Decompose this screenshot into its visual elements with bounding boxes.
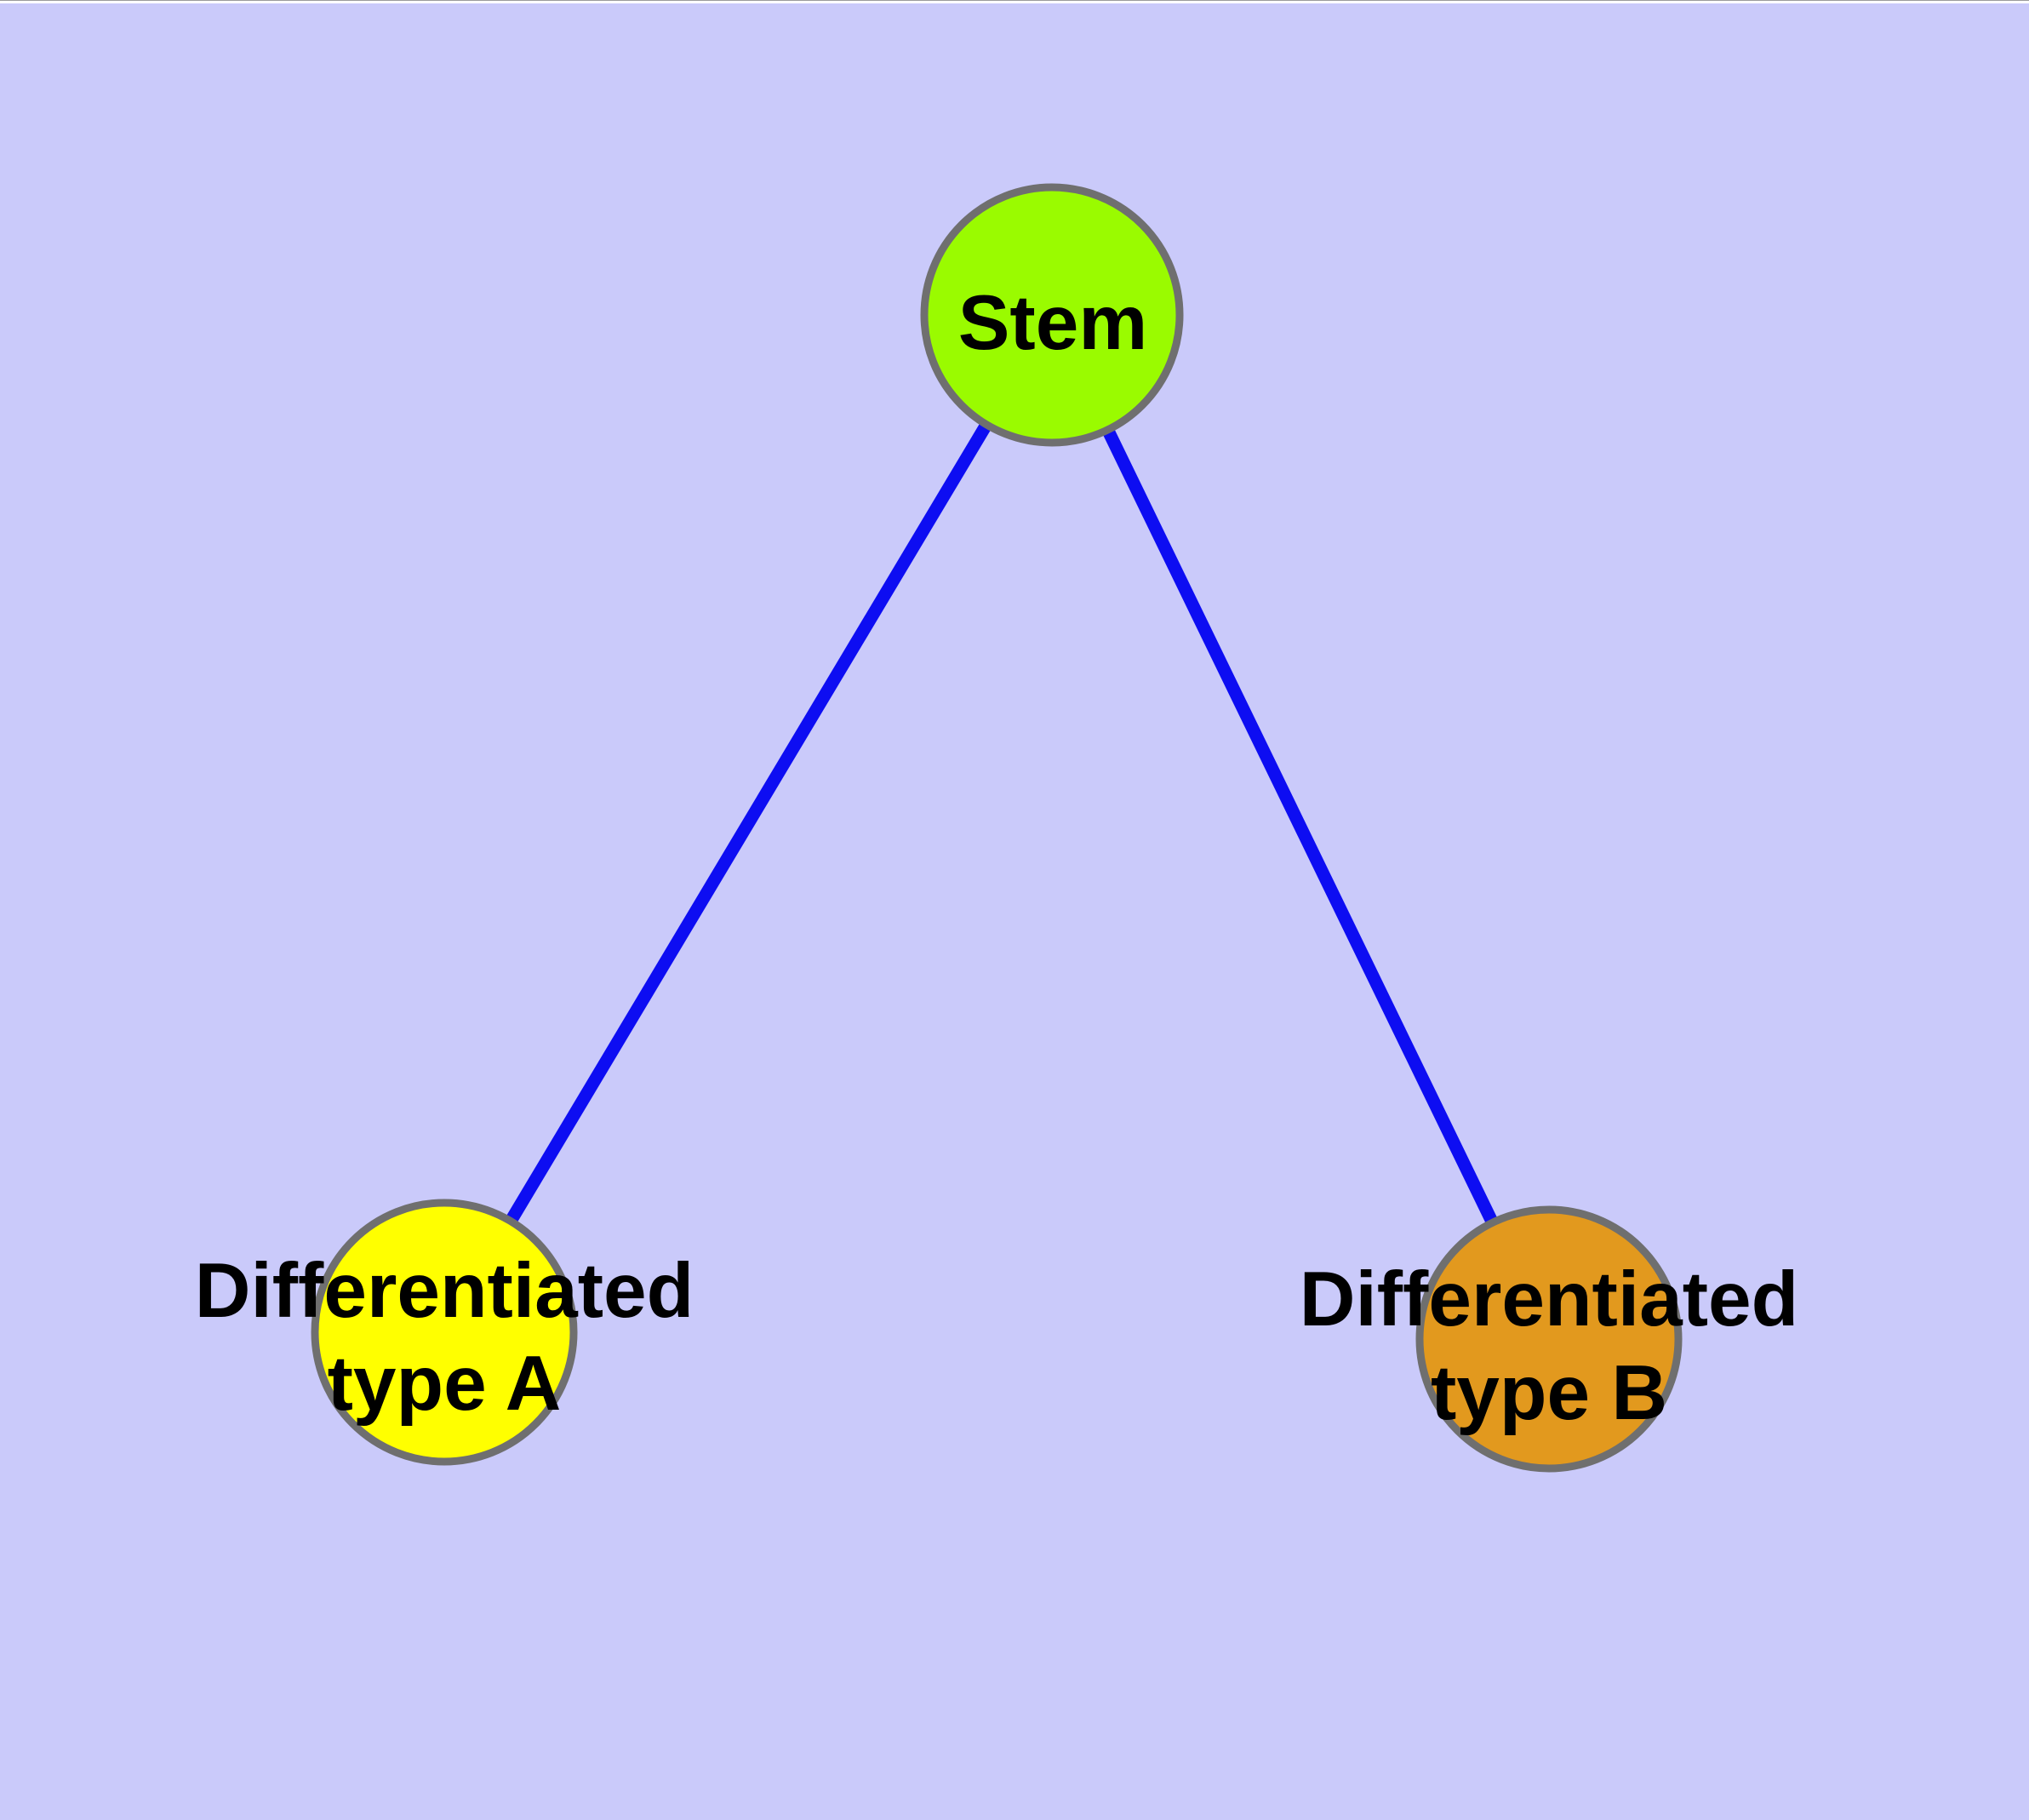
node-type-a-label-line1: Differentiated xyxy=(195,1248,694,1334)
node-type-a-circle xyxy=(311,1199,578,1466)
top-margin xyxy=(0,0,2029,3)
edge-stem-to-type-b xyxy=(1046,312,1555,1342)
node-type-a-label-line2: type A xyxy=(328,1341,562,1427)
node-type-b-label-line1: Differentiated xyxy=(1300,1256,1799,1342)
edge-stem-to-type-a xyxy=(438,312,1058,1336)
node-type-b-circle xyxy=(1415,1205,1683,1473)
node-stem-circle xyxy=(920,183,1184,447)
node-stem-label: Stem xyxy=(958,280,1148,366)
top-border xyxy=(0,0,2029,1)
node-type-b-label-line2: type B xyxy=(1431,1350,1667,1436)
